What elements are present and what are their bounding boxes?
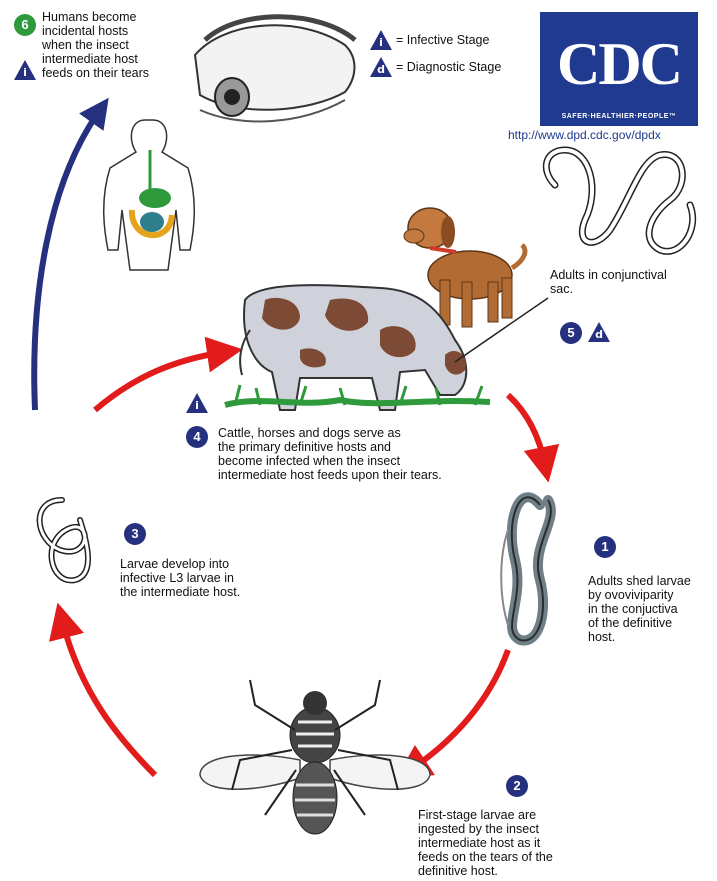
step-1-badge: 1 <box>594 536 616 558</box>
arrow-fly-to-larvae <box>62 620 155 775</box>
step-5-diagnostic-icon: d <box>588 322 610 342</box>
diagnostic-stage-icon: d <box>370 57 392 77</box>
fly-illustration <box>200 680 430 834</box>
arrow-to-human <box>34 110 100 410</box>
eye-illustration <box>195 17 355 122</box>
cdc-wordmark: CDC <box>540 30 698 99</box>
source-url[interactable]: http://www.dpd.cdc.gov/dpdx <box>508 128 661 142</box>
step-6-text: Humans become incidental hosts when the … <box>42 10 149 80</box>
step-4-text: Cattle, horses and dogs serve as the pri… <box>218 426 442 482</box>
step-5-badge: 5 <box>560 322 582 344</box>
infective-stage-label: = Infective Stage <box>396 33 489 47</box>
step-3-badge: 3 <box>124 523 146 545</box>
step-2-text: First-stage larvae are ingested by the i… <box>418 808 553 878</box>
cdc-tagline: SAFER·HEALTHIER·PEOPLE™ <box>540 113 698 120</box>
adult-shedding-illustration <box>501 497 551 640</box>
step-6-badge: 6 <box>14 14 36 36</box>
arrow-host-to-adults <box>508 395 545 465</box>
step-4-infective-icon: i <box>186 393 208 413</box>
infective-stage-icon: i <box>370 30 392 50</box>
step-3-text: Larvae develop into infective L3 larvae … <box>120 557 240 599</box>
step-2-badge: 2 <box>506 775 528 797</box>
l3-larva-illustration <box>40 500 88 580</box>
step-4-badge: 4 <box>186 426 208 448</box>
adult-worm-illustration <box>546 150 692 251</box>
step-5-text: Adults in conjunctival sac. <box>550 268 667 296</box>
cdc-logo: CDC SAFER·HEALTHIER·PEOPLE™ <box>540 12 698 126</box>
human-torso-illustration <box>104 120 195 270</box>
arrow-adults-to-fly <box>410 650 508 770</box>
step-1-text: Adults shed larvae by ovoviviparity in t… <box>588 574 691 644</box>
cow-illustration <box>225 285 548 410</box>
diagnostic-stage-label: = Diagnostic Stage <box>396 60 501 74</box>
step-6-infective-icon: i <box>14 60 36 80</box>
